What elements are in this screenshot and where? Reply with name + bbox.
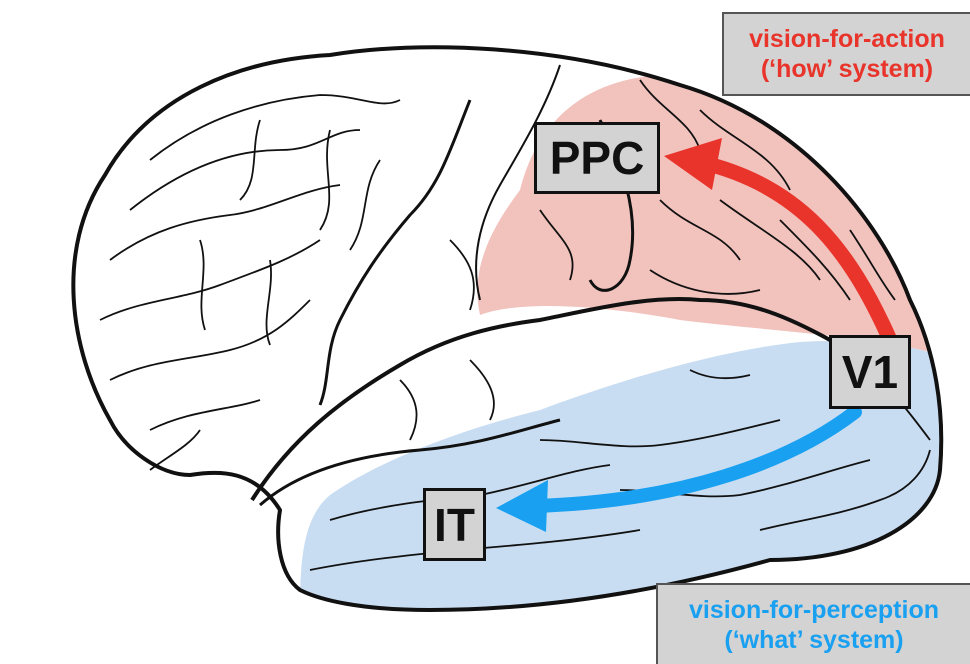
action-stream-title: vision-for-action — [724, 24, 970, 54]
action-stream-subtitle: (‘how’ system) — [724, 54, 970, 84]
action-stream-callout: vision-for-action (‘how’ system) — [722, 12, 970, 96]
v1-label: V1 — [829, 335, 911, 409]
it-label: IT — [423, 488, 486, 561]
ppc-label: PPC — [534, 122, 660, 194]
perception-stream-subtitle: (‘what’ system) — [658, 625, 970, 655]
central-sulcus — [320, 100, 470, 405]
perception-stream-title: vision-for-perception — [658, 595, 970, 625]
frontal-gyri — [100, 95, 400, 470]
perception-stream-callout: vision-for-perception (‘what’ system) — [656, 583, 970, 664]
